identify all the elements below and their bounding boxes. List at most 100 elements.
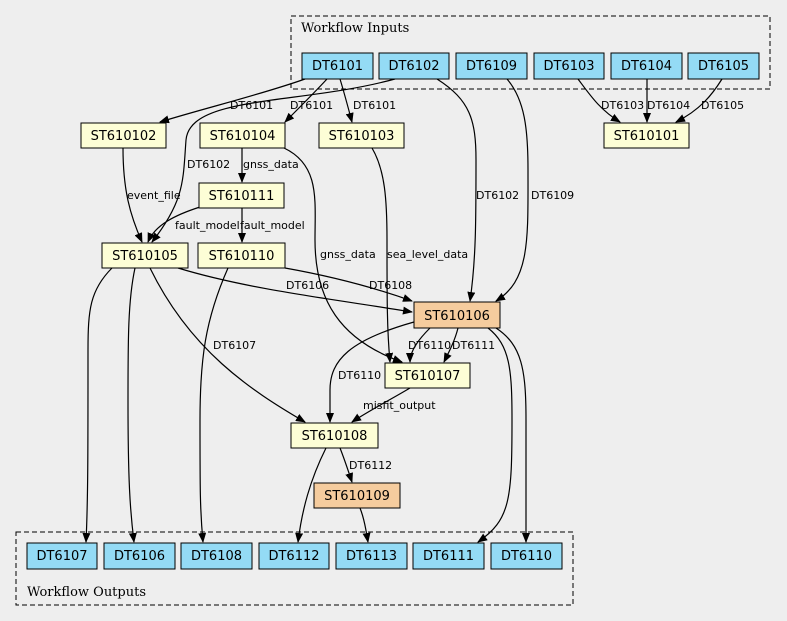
node-label-st610111: ST610111 [209,189,275,204]
edge-label-dt6102-a: DT6102 [187,158,230,171]
edge-label-gnss-data-a: gnss_data [243,158,299,171]
node-st610102[interactable]: ST610102 [80,122,167,149]
node-label-st610104: ST610104 [210,129,276,144]
node-label-out-dt6111: DT6111 [423,549,474,564]
edge-st610105-st610106 [177,267,413,315]
node-dt6103[interactable]: DT6103 [533,52,605,80]
node-label-out-dt6108: DT6108 [191,549,242,564]
node-label-out-dt6113: DT6113 [346,549,397,564]
edge-st610110-st610106 [284,267,413,302]
node-out-dt6112[interactable]: DT6112 [258,542,330,570]
edge-st610108-st610109 [339,447,353,483]
node-label-st610108: ST610108 [302,429,368,444]
edge-dt6103-st610101 [577,78,621,123]
node-label-st610110: ST610110 [209,249,275,264]
edge-st610106-dt6110 [495,327,530,543]
edge-label-sea-level-data: sea_level_data [387,248,468,261]
edge-st610108-dt6112 [295,447,327,543]
edge-st610102-st610105 [122,147,143,243]
edge-st610107-st610108 [351,387,411,423]
edge-label-dt6106: DT6106 [286,279,329,292]
node-st610105[interactable]: ST610105 [101,242,189,269]
edge-label-dt6104: DT6104 [647,99,690,112]
node-out-dt6110[interactable]: DT6110 [490,542,563,570]
node-label-dt6103: DT6103 [543,59,594,74]
edge-st610110-dt6108 [198,267,229,543]
edge-label-dt6102-b: DT6102 [476,189,519,202]
edge-label-dt6111: DT6111 [452,339,495,352]
node-label-st610105: ST610105 [112,249,178,264]
edge-label-fault-model-b: fault_model [240,219,305,232]
edge-labels: DT6101 DT6101 DT6101 DT6103 DT6104 DT610… [127,99,744,472]
node-label-out-dt6106: DT6106 [114,549,165,564]
node-dt6104[interactable]: DT6104 [610,52,683,80]
node-st610109[interactable]: ST610109 [313,482,401,509]
edge-dt6109-st610106 [495,78,529,302]
edge-st610103-st610107 [371,147,394,363]
edge-dt6101-st610103 [339,78,354,123]
edge-st610105-st610108 [149,267,306,423]
node-label-dt6105: DT6105 [698,59,749,74]
node-st610101[interactable]: ST610101 [603,122,690,149]
edge-label-dt6110-a: DT6110 [408,339,451,352]
edge-dt6101-st610104 [284,78,328,123]
edge-label-event-file: event_file [127,189,181,202]
edges [82,78,723,543]
node-label-dt6109: DT6109 [466,59,517,74]
edge-label-dt6101-a: DT6101 [230,99,273,112]
node-dt6109[interactable]: DT6109 [455,52,528,80]
node-dt6101[interactable]: DT6101 [301,52,374,80]
edge-st610106-st610107-b [443,327,459,363]
edge-dt6102-st610106 [436,78,477,302]
node-st610110[interactable]: ST610110 [197,242,286,269]
node-label-st610106: ST610106 [424,309,490,324]
edge-st610106-dt6111 [477,327,513,543]
node-label-st610102: ST610102 [91,129,157,144]
edge-label-dt6112: DT6112 [349,459,392,472]
edge-st610111-st610105 [147,206,201,243]
edge-st610104-st610107 [283,147,403,363]
node-label-out-dt6112: DT6112 [268,549,319,564]
edge-label-dt6110-b: DT6110 [338,369,381,382]
edge-label-dt6101-b: DT6101 [290,99,333,112]
node-st610103[interactable]: ST610103 [318,122,405,149]
node-out-dt6111[interactable]: DT6111 [412,542,485,570]
node-st610106[interactable]: ST610106 [413,301,501,329]
cluster-workflow-inputs: Workflow Inputs [290,15,771,90]
node-out-dt6106[interactable]: DT6106 [103,542,176,570]
node-label-dt6101: DT6101 [312,59,363,74]
edge-label-misfit-output: misfit_output [363,399,436,412]
edge-label-dt6109: DT6109 [531,189,574,202]
node-st610104[interactable]: ST610104 [199,122,286,149]
edge-label-dt6101-c: DT6101 [353,99,396,112]
node-dt6102[interactable]: DT6102 [378,52,450,80]
node-st610108[interactable]: ST610108 [290,422,379,449]
node-label-dt6102: DT6102 [388,59,439,74]
node-st610107[interactable]: ST610107 [384,362,471,389]
cluster-label-inputs: Workflow Inputs [301,21,409,36]
edge-label-gnss-data-b: gnss_data [320,248,376,261]
edge-label-dt6108: DT6108 [369,279,412,292]
node-label-out-dt6110: DT6110 [501,549,552,564]
edge-st610105-dt6107 [82,267,113,543]
node-st610111[interactable]: ST610111 [198,182,285,209]
cluster-label-outputs: Workflow Outputs [27,585,146,600]
edge-dt6101-st610102 [159,78,306,124]
input-nodes: DT6101 DT6102 DT6109 DT6103 DT6104 DT610… [301,52,760,80]
node-label-dt6104: DT6104 [621,59,672,74]
output-nodes: DT6107 DT6106 DT6108 DT6112 DT6113 DT611… [26,542,563,570]
edge-dt6102-st610105 [151,78,396,243]
node-out-dt6108[interactable]: DT6108 [180,542,253,570]
edge-st610106-st610108 [326,321,415,423]
edge-st610106-st610107-a [406,327,431,363]
node-dt6105[interactable]: DT6105 [687,52,760,80]
node-out-dt6107[interactable]: DT6107 [26,542,98,570]
edge-label-fault-model-a: fault_model [175,219,240,232]
node-out-dt6113[interactable]: DT6113 [335,542,408,570]
node-label-st610107: ST610107 [395,369,461,384]
node-label-st610109: ST610109 [324,489,390,504]
node-label-st610103: ST610103 [329,129,395,144]
edge-st610109-dt6113 [359,507,371,543]
edge-label-dt6107: DT6107 [213,339,256,352]
